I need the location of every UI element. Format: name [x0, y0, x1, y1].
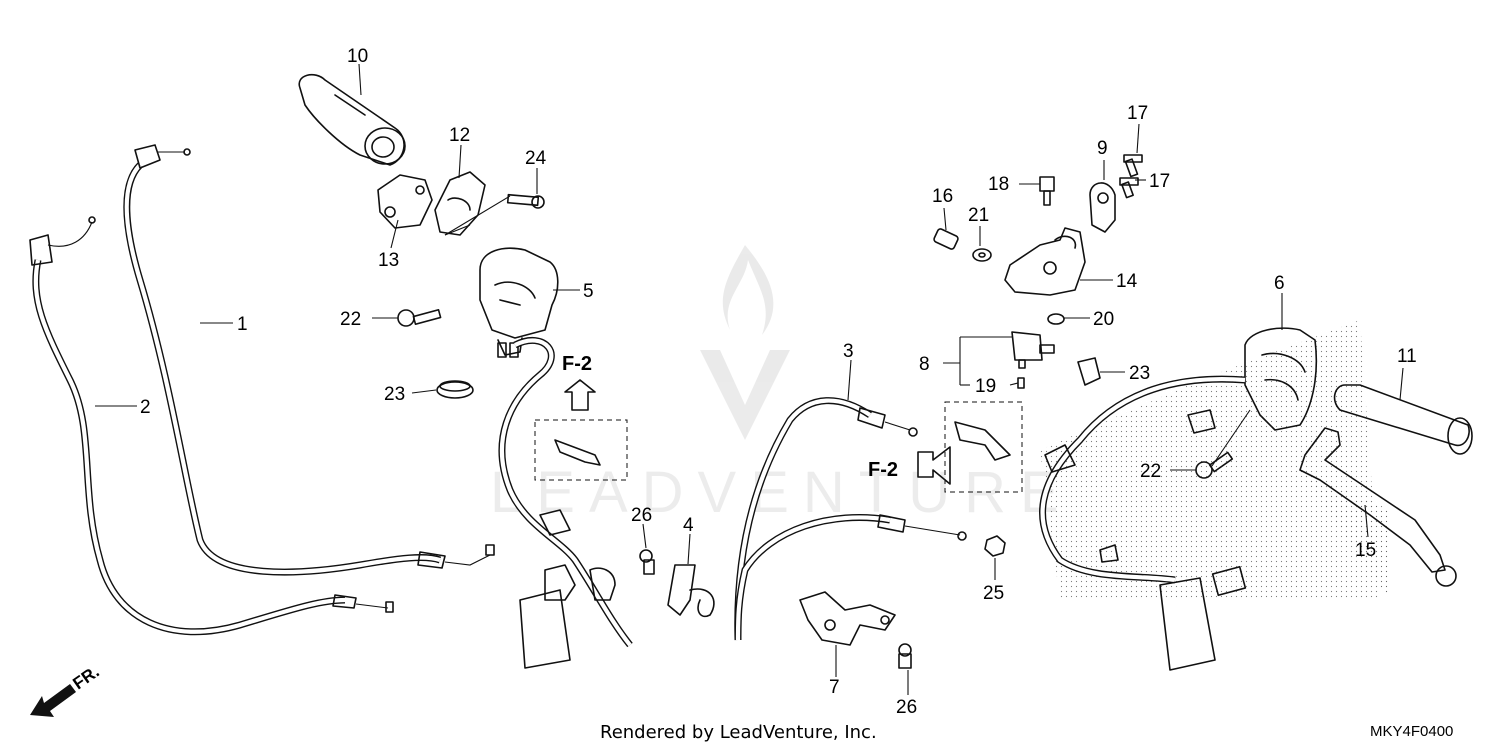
clutch-cable-3-part	[734, 397, 967, 641]
bolt-18-part	[1039, 176, 1055, 206]
callout-labels: 1 2 3 4 5 6 7 8 9 10 11 12 13 14 15 16 1…	[140, 46, 1417, 718]
switch-8-part	[1011, 331, 1055, 369]
ref-box-left	[534, 379, 628, 481]
left-harness-part	[498, 336, 633, 669]
callout-7[interactable]: 7	[829, 677, 840, 698]
callout-14[interactable]: 14	[1116, 271, 1138, 292]
callout-11[interactable]: 11	[1397, 346, 1417, 367]
clip-4-part	[667, 564, 715, 618]
bolt-26-lower-part	[898, 643, 912, 669]
lever-15-part	[1299, 427, 1457, 587]
lever-bracket-14-part	[1004, 227, 1086, 296]
screw-19-part	[1017, 377, 1025, 389]
band-23-left-part	[436, 380, 474, 399]
bolt-26-left-part	[639, 549, 655, 575]
callout-3[interactable]: 3	[843, 341, 854, 362]
callout-25[interactable]: 25	[983, 583, 1004, 604]
callout-19[interactable]: 19	[975, 376, 996, 397]
throttle-cable-1-part	[123, 144, 495, 576]
throttle-cable-2-part	[29, 216, 394, 636]
holder-9-part	[1089, 182, 1116, 233]
callout-6[interactable]: 6	[1274, 273, 1285, 294]
callout-26b[interactable]: 26	[896, 697, 917, 718]
band-23-right-part	[1077, 357, 1101, 386]
bolt-22-left-part	[397, 308, 442, 327]
callout-13[interactable]: 13	[378, 250, 399, 271]
callout-17a[interactable]: 17	[1127, 103, 1148, 124]
bolt-16-part	[933, 228, 959, 250]
callout-22a[interactable]: 22	[340, 309, 361, 330]
callout-5[interactable]: 5	[583, 281, 594, 302]
washer-21-part	[972, 248, 992, 262]
callout-4[interactable]: 4	[683, 515, 694, 536]
callout-1[interactable]: 1	[237, 314, 248, 335]
right-switch-part	[1187, 327, 1318, 434]
callout-20[interactable]: 20	[1093, 309, 1114, 330]
throttle-grip-part	[298, 73, 406, 166]
callout-8[interactable]: 8	[919, 354, 930, 375]
callout-2[interactable]: 2	[140, 397, 151, 418]
diagram-code: MKY4F0400	[1370, 723, 1453, 740]
callout-21[interactable]: 21	[968, 205, 989, 226]
callout-26a[interactable]: 26	[631, 505, 652, 526]
watermark-text: LEADVENTURE	[490, 460, 1073, 525]
bracket-7-part	[799, 591, 896, 646]
callout-24[interactable]: 24	[525, 148, 547, 169]
callout-12[interactable]: 12	[449, 125, 470, 146]
ref-label-left[interactable]: F-2	[562, 353, 592, 375]
callout-16[interactable]: 16	[932, 186, 953, 207]
callout-22b[interactable]: 22	[1140, 461, 1161, 482]
callout-9[interactable]: 9	[1097, 138, 1108, 159]
nut-25-part	[984, 535, 1006, 557]
right-grip-part	[1333, 384, 1473, 455]
callout-10[interactable]: 10	[347, 46, 368, 67]
callout-23a[interactable]: 23	[384, 384, 405, 405]
bolt-17-parts	[1119, 154, 1143, 199]
callout-17b[interactable]: 17	[1149, 171, 1170, 192]
ref-label-right[interactable]: F-2	[868, 459, 898, 481]
callout-15[interactable]: 15	[1355, 540, 1376, 561]
front-arrow-icon	[30, 684, 76, 717]
dotted-shading	[1040, 320, 1390, 600]
nut-20-part	[1047, 313, 1065, 325]
front-label: FR.	[69, 662, 102, 693]
bolt-24-part	[506, 193, 545, 209]
watermark-logo	[700, 245, 790, 440]
callout-23b[interactable]: 23	[1129, 363, 1150, 384]
left-switch-part	[479, 247, 559, 358]
leader-lines	[95, 63, 1404, 695]
callout-18[interactable]: 18	[988, 174, 1009, 195]
right-harness-part	[1039, 375, 1247, 671]
ref-box-right	[917, 401, 1023, 493]
footer-credit: Rendered by LeadVenture, Inc.	[600, 722, 877, 743]
